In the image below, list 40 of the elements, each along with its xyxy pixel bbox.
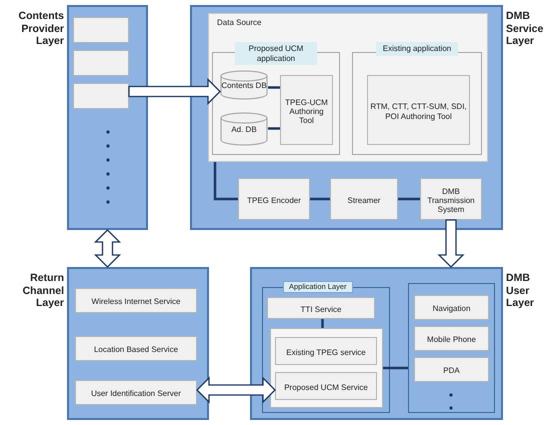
group-title: Existing application [376, 42, 458, 56]
service-panel [270, 328, 383, 408]
component-box: TPEG Encoder [238, 178, 310, 220]
layer-heading: Contents Provider Layer [18, 10, 64, 48]
group-title: Proposed UCM application [235, 42, 317, 66]
panel-title: Data Source [217, 17, 262, 29]
layer-heading: DMB User Layer [506, 272, 536, 310]
component-box: RTM, CTT, CTT-SUM, SDI, POI Authoring Tool [367, 75, 470, 145]
component-box: Location Based Service [75, 336, 197, 361]
double-block-arrow [196, 376, 276, 404]
connector-line [383, 366, 408, 370]
block-arrow [437, 219, 465, 268]
connector-line [268, 86, 280, 89]
component-box: PDA [414, 357, 489, 382]
device-panel [408, 283, 495, 413]
connector-line [214, 162, 238, 200]
component-box: DMB Transmission System [420, 178, 482, 220]
database-cylinder: Contents DB [220, 70, 268, 100]
component-box [73, 83, 129, 109]
data-source-panel [208, 13, 488, 162]
component-box [73, 17, 129, 43]
component-box [73, 50, 129, 76]
component-box: Navigation [414, 295, 489, 320]
component-box: Proposed UCM Service [275, 372, 377, 400]
component-box: TPEG-UCM Authoring Tool [280, 75, 333, 145]
component-box: Streamer [330, 178, 398, 220]
double-block-arrow [94, 229, 122, 268]
component-box: Wireless Internet Service [75, 288, 197, 313]
component-box: User Identification Server [75, 380, 197, 405]
component-box: Mobile Phone [414, 326, 489, 351]
component-box: TTI Service [267, 297, 375, 319]
connector-line [398, 198, 420, 200]
connector-line [268, 127, 280, 130]
database-cylinder: Ad. DB [220, 112, 268, 146]
component-box: Existing TPEG service [275, 337, 377, 365]
block-arrow [128, 78, 221, 106]
layer-heading: Return Channel Layer [22, 272, 64, 310]
connector-line [310, 198, 330, 200]
connector-line [321, 319, 324, 328]
layer-heading: DMB Service Layer [506, 10, 544, 48]
